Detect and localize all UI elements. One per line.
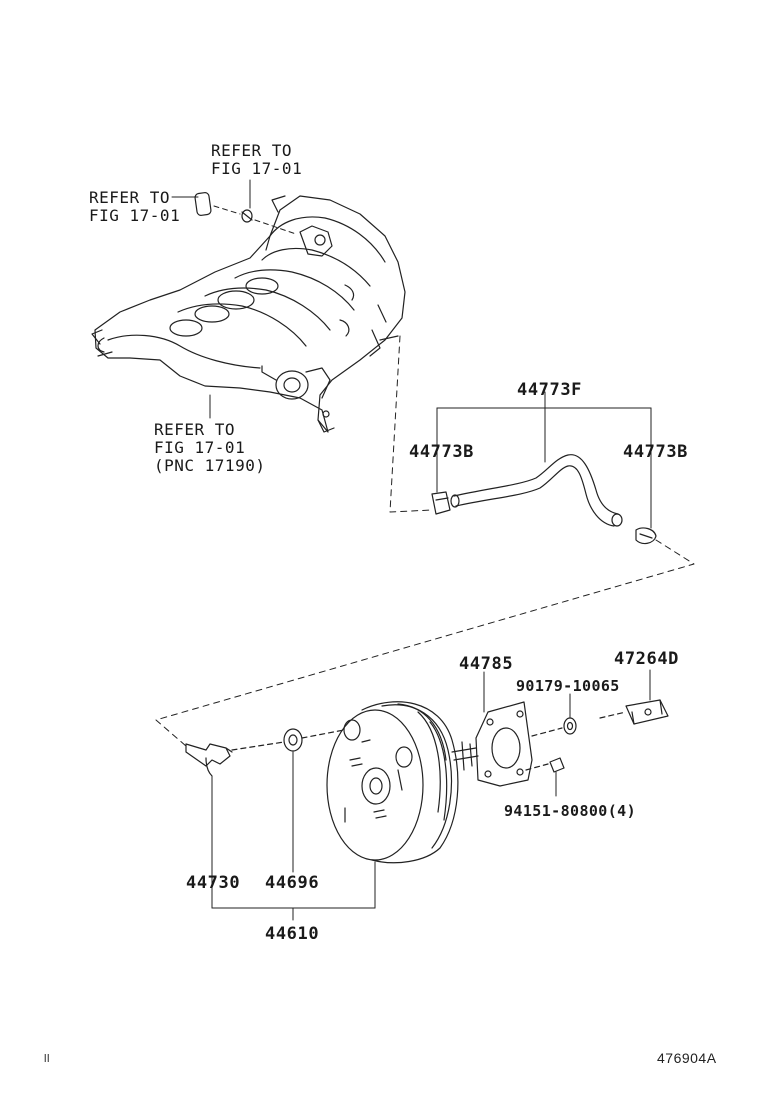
part-label-44785: 44785: [459, 654, 514, 674]
part-label-90179-10065: 90179-10065: [516, 677, 620, 695]
part-label-44773B-left: 44773B: [409, 442, 475, 462]
gasket-drawing: [475, 701, 533, 787]
reference-label-bottom: REFER TO FIG 17-01 (PNC 17190): [154, 421, 265, 475]
part-label-47264D: 47264D: [614, 649, 680, 669]
ref-bottom-line1: REFER TO: [154, 420, 236, 439]
ref-bottom-line3: (PNC 17190): [154, 456, 266, 475]
ref-left-line1: REFER TO: [89, 188, 171, 207]
diagram-id: 476904A: [657, 1050, 717, 1066]
booster-leader-lines: [211, 669, 651, 921]
grommet-drawing: [231, 728, 345, 752]
part-label-44730: 44730: [186, 873, 241, 893]
hose-leader-lines: [155, 335, 695, 747]
footer-left-mark: ll: [44, 1053, 50, 1065]
reference-label-top: REFER TO FIG 17-01: [211, 142, 302, 178]
reference-leaders: [171, 179, 297, 419]
intake-manifold-drawing: [91, 195, 406, 433]
ref-left-line2: FIG 17-01: [89, 206, 181, 225]
reference-label-left: REFER TO FIG 17-01: [89, 189, 180, 225]
part-label-94151-80800: 94151-80800(4): [504, 802, 637, 820]
ref-top-line2: FIG 17-01: [211, 159, 303, 178]
brake-booster-drawing: [326, 701, 479, 864]
top-small-hose: [194, 192, 253, 223]
part-label-44610: 44610: [265, 924, 320, 944]
part-label-44696: 44696: [265, 873, 320, 893]
vacuum-hose-drawing: [431, 454, 657, 545]
check-valve-drawing: [185, 743, 233, 777]
part-label-44773B-right: 44773B: [623, 442, 689, 462]
ref-top-line1: REFER TO: [211, 141, 293, 160]
nut-94151-drawing: [525, 757, 565, 773]
clevis-drawing: [599, 699, 669, 725]
part-label-44773F: 44773F: [517, 380, 583, 400]
ref-bottom-line2: FIG 17-01: [154, 438, 246, 457]
nut-90179-drawing: [531, 717, 577, 737]
